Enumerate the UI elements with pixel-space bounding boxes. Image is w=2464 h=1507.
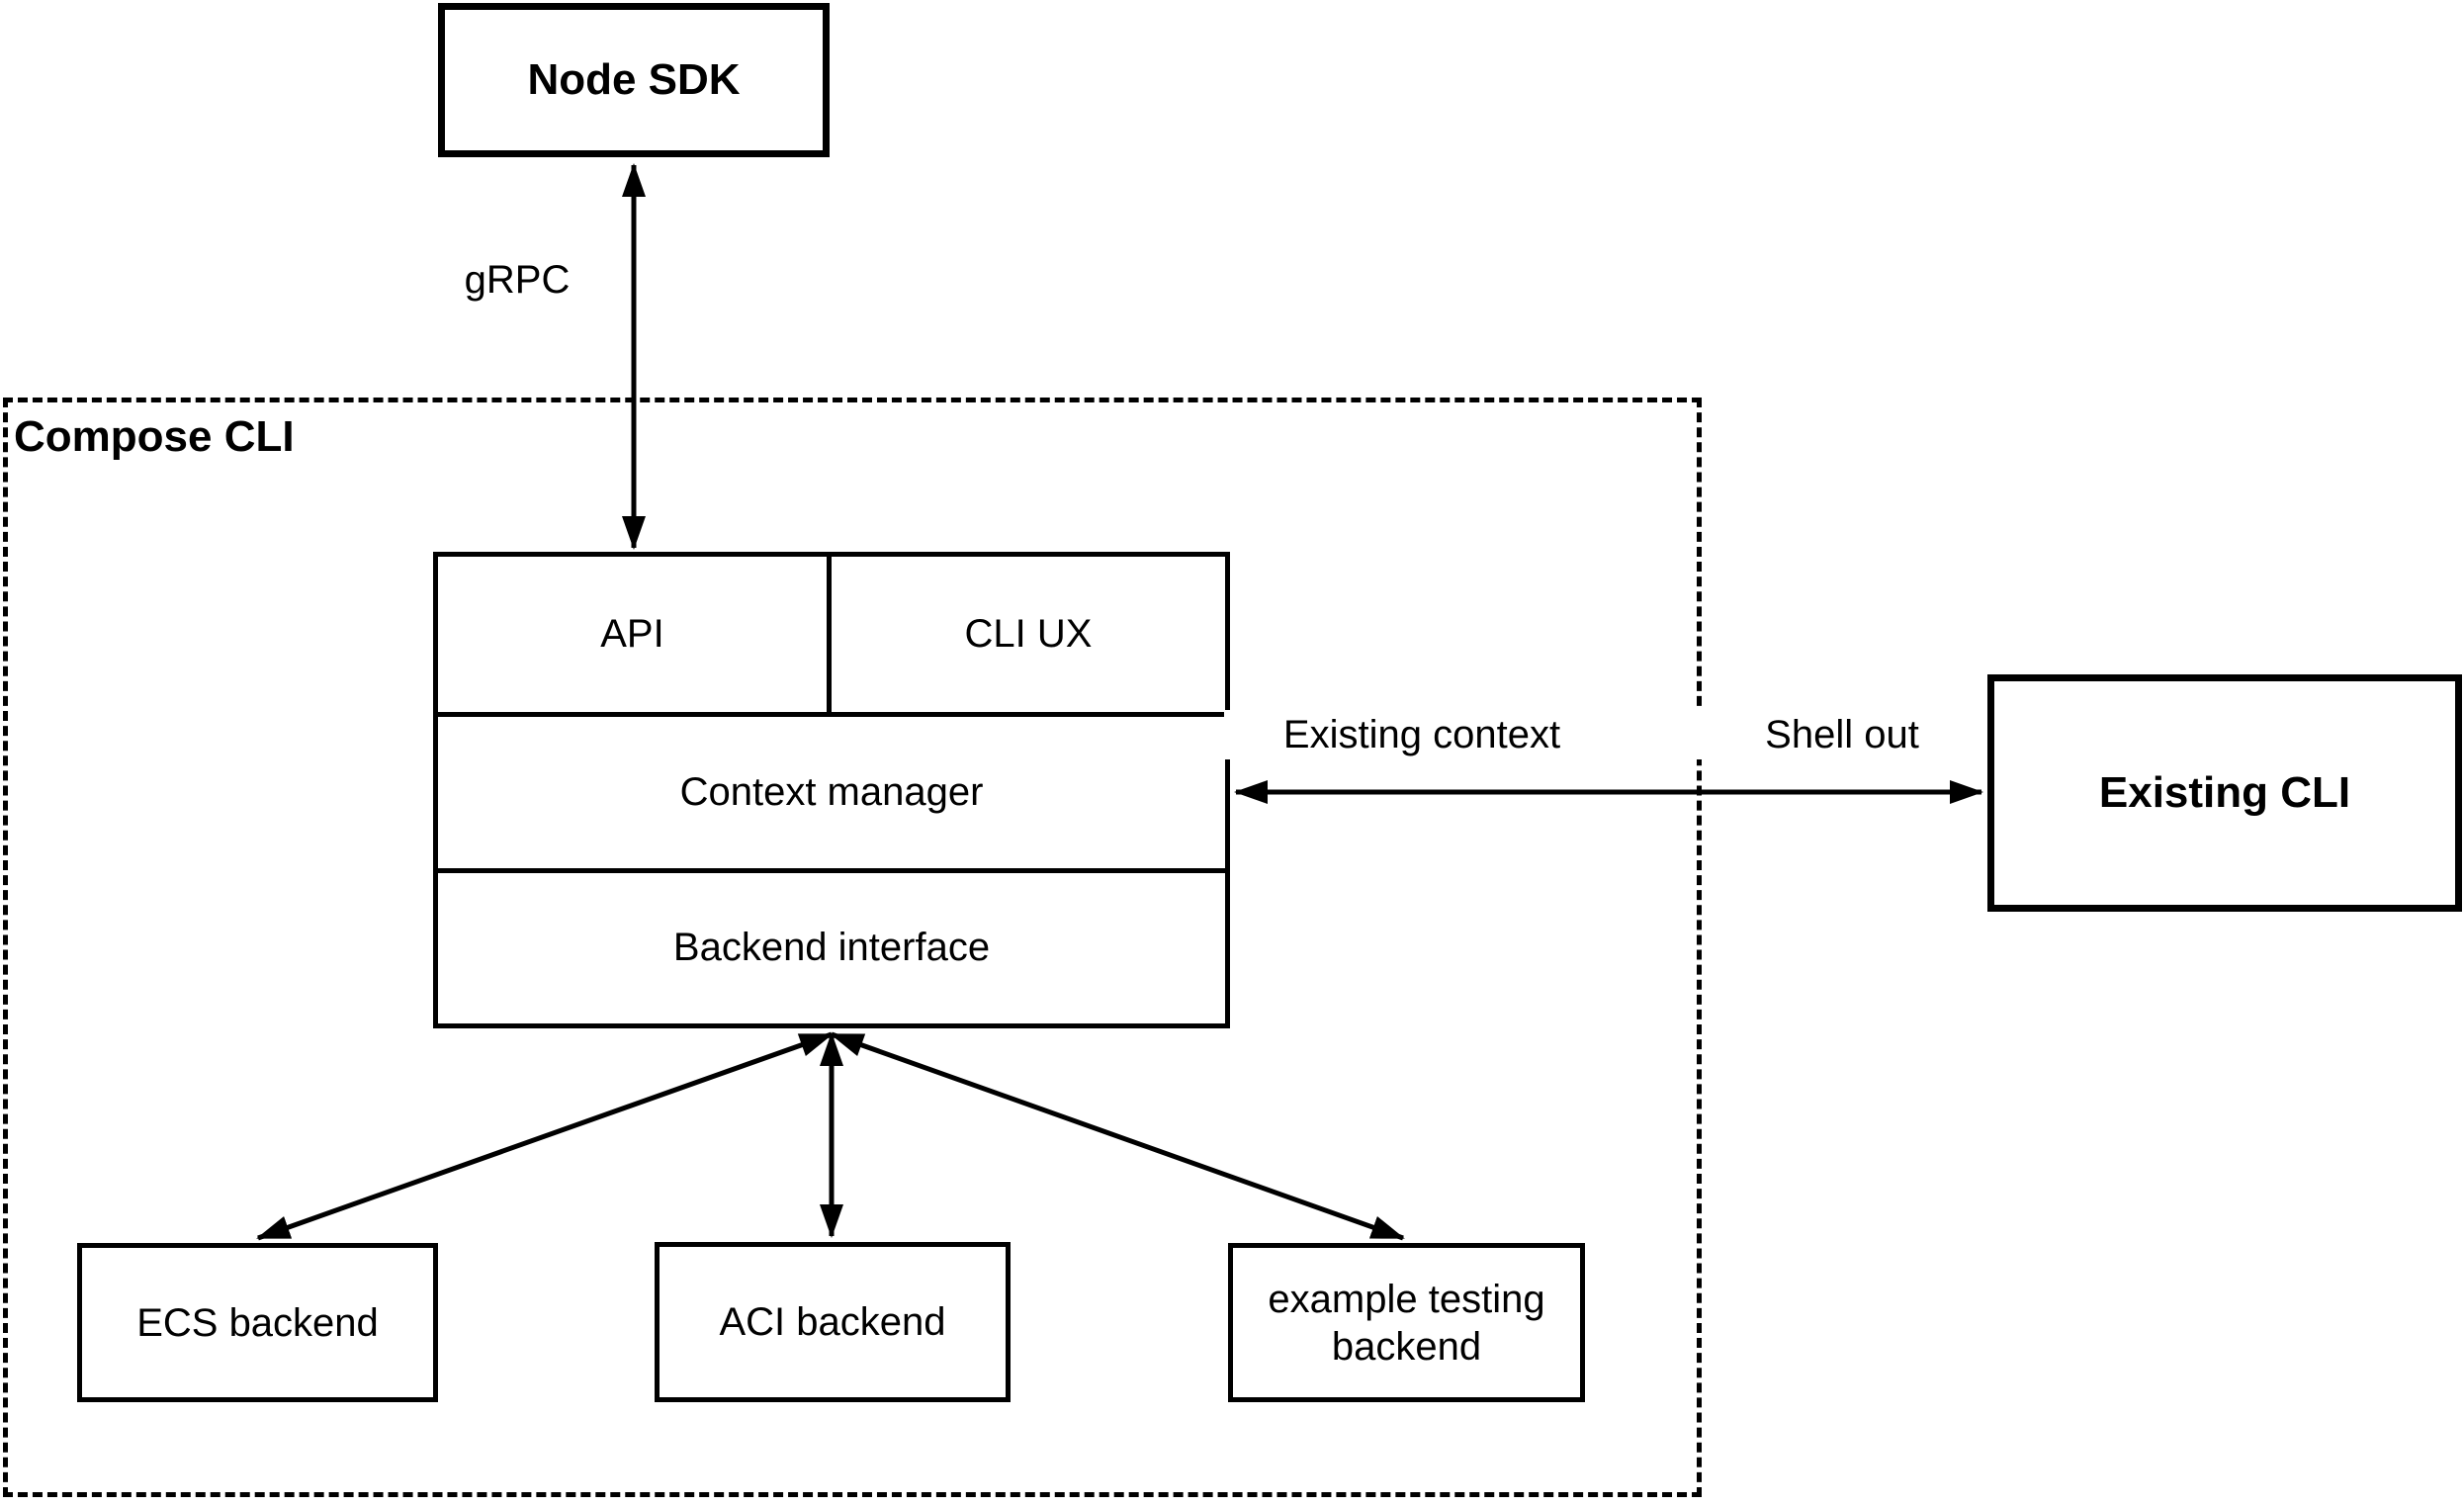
context-manager-label: Context manager <box>679 769 984 814</box>
cli-ux-label: CLI UX <box>964 612 1093 657</box>
cli-ux-cell: CLI UX <box>832 557 1225 712</box>
ecs-backend-label: ECS backend <box>136 1300 379 1345</box>
node-sdk-label: Node SDK <box>527 54 741 104</box>
example-testing-backend-label: example testing backend <box>1268 1277 1545 1369</box>
existing-context-label: Existing context <box>1224 710 1620 759</box>
backend-interface-label: Backend interface <box>672 926 991 970</box>
aci-backend-label: ACI backend <box>719 1300 946 1344</box>
existing-cli-box: Existing CLI <box>1987 674 2462 912</box>
compose-cli-label: Compose CLI <box>14 412 295 461</box>
example-testing-backend-box: example testing backend <box>1228 1243 1585 1402</box>
api-cell: API <box>438 557 832 713</box>
context-manager-cell: Context manager <box>438 712 1225 867</box>
grpc-label: gRPC <box>408 255 626 305</box>
compose-cli-core-box: API CLI UX Context manager Backend inter… <box>433 552 1230 1028</box>
api-label: API <box>600 612 664 657</box>
shell-out-label: Shell out <box>1694 710 1990 759</box>
compose-cli-container: Compose CLI <box>3 398 1702 1497</box>
backend-interface-cell: Backend interface <box>438 867 1225 1023</box>
ecs-backend-box: ECS backend <box>77 1243 438 1402</box>
api-cliux-row: API CLI UX <box>438 557 1225 713</box>
aci-backend-box: ACI backend <box>655 1242 1011 1402</box>
existing-cli-label: Existing CLI <box>2098 767 2351 817</box>
node-sdk-box: Node SDK <box>438 3 830 157</box>
